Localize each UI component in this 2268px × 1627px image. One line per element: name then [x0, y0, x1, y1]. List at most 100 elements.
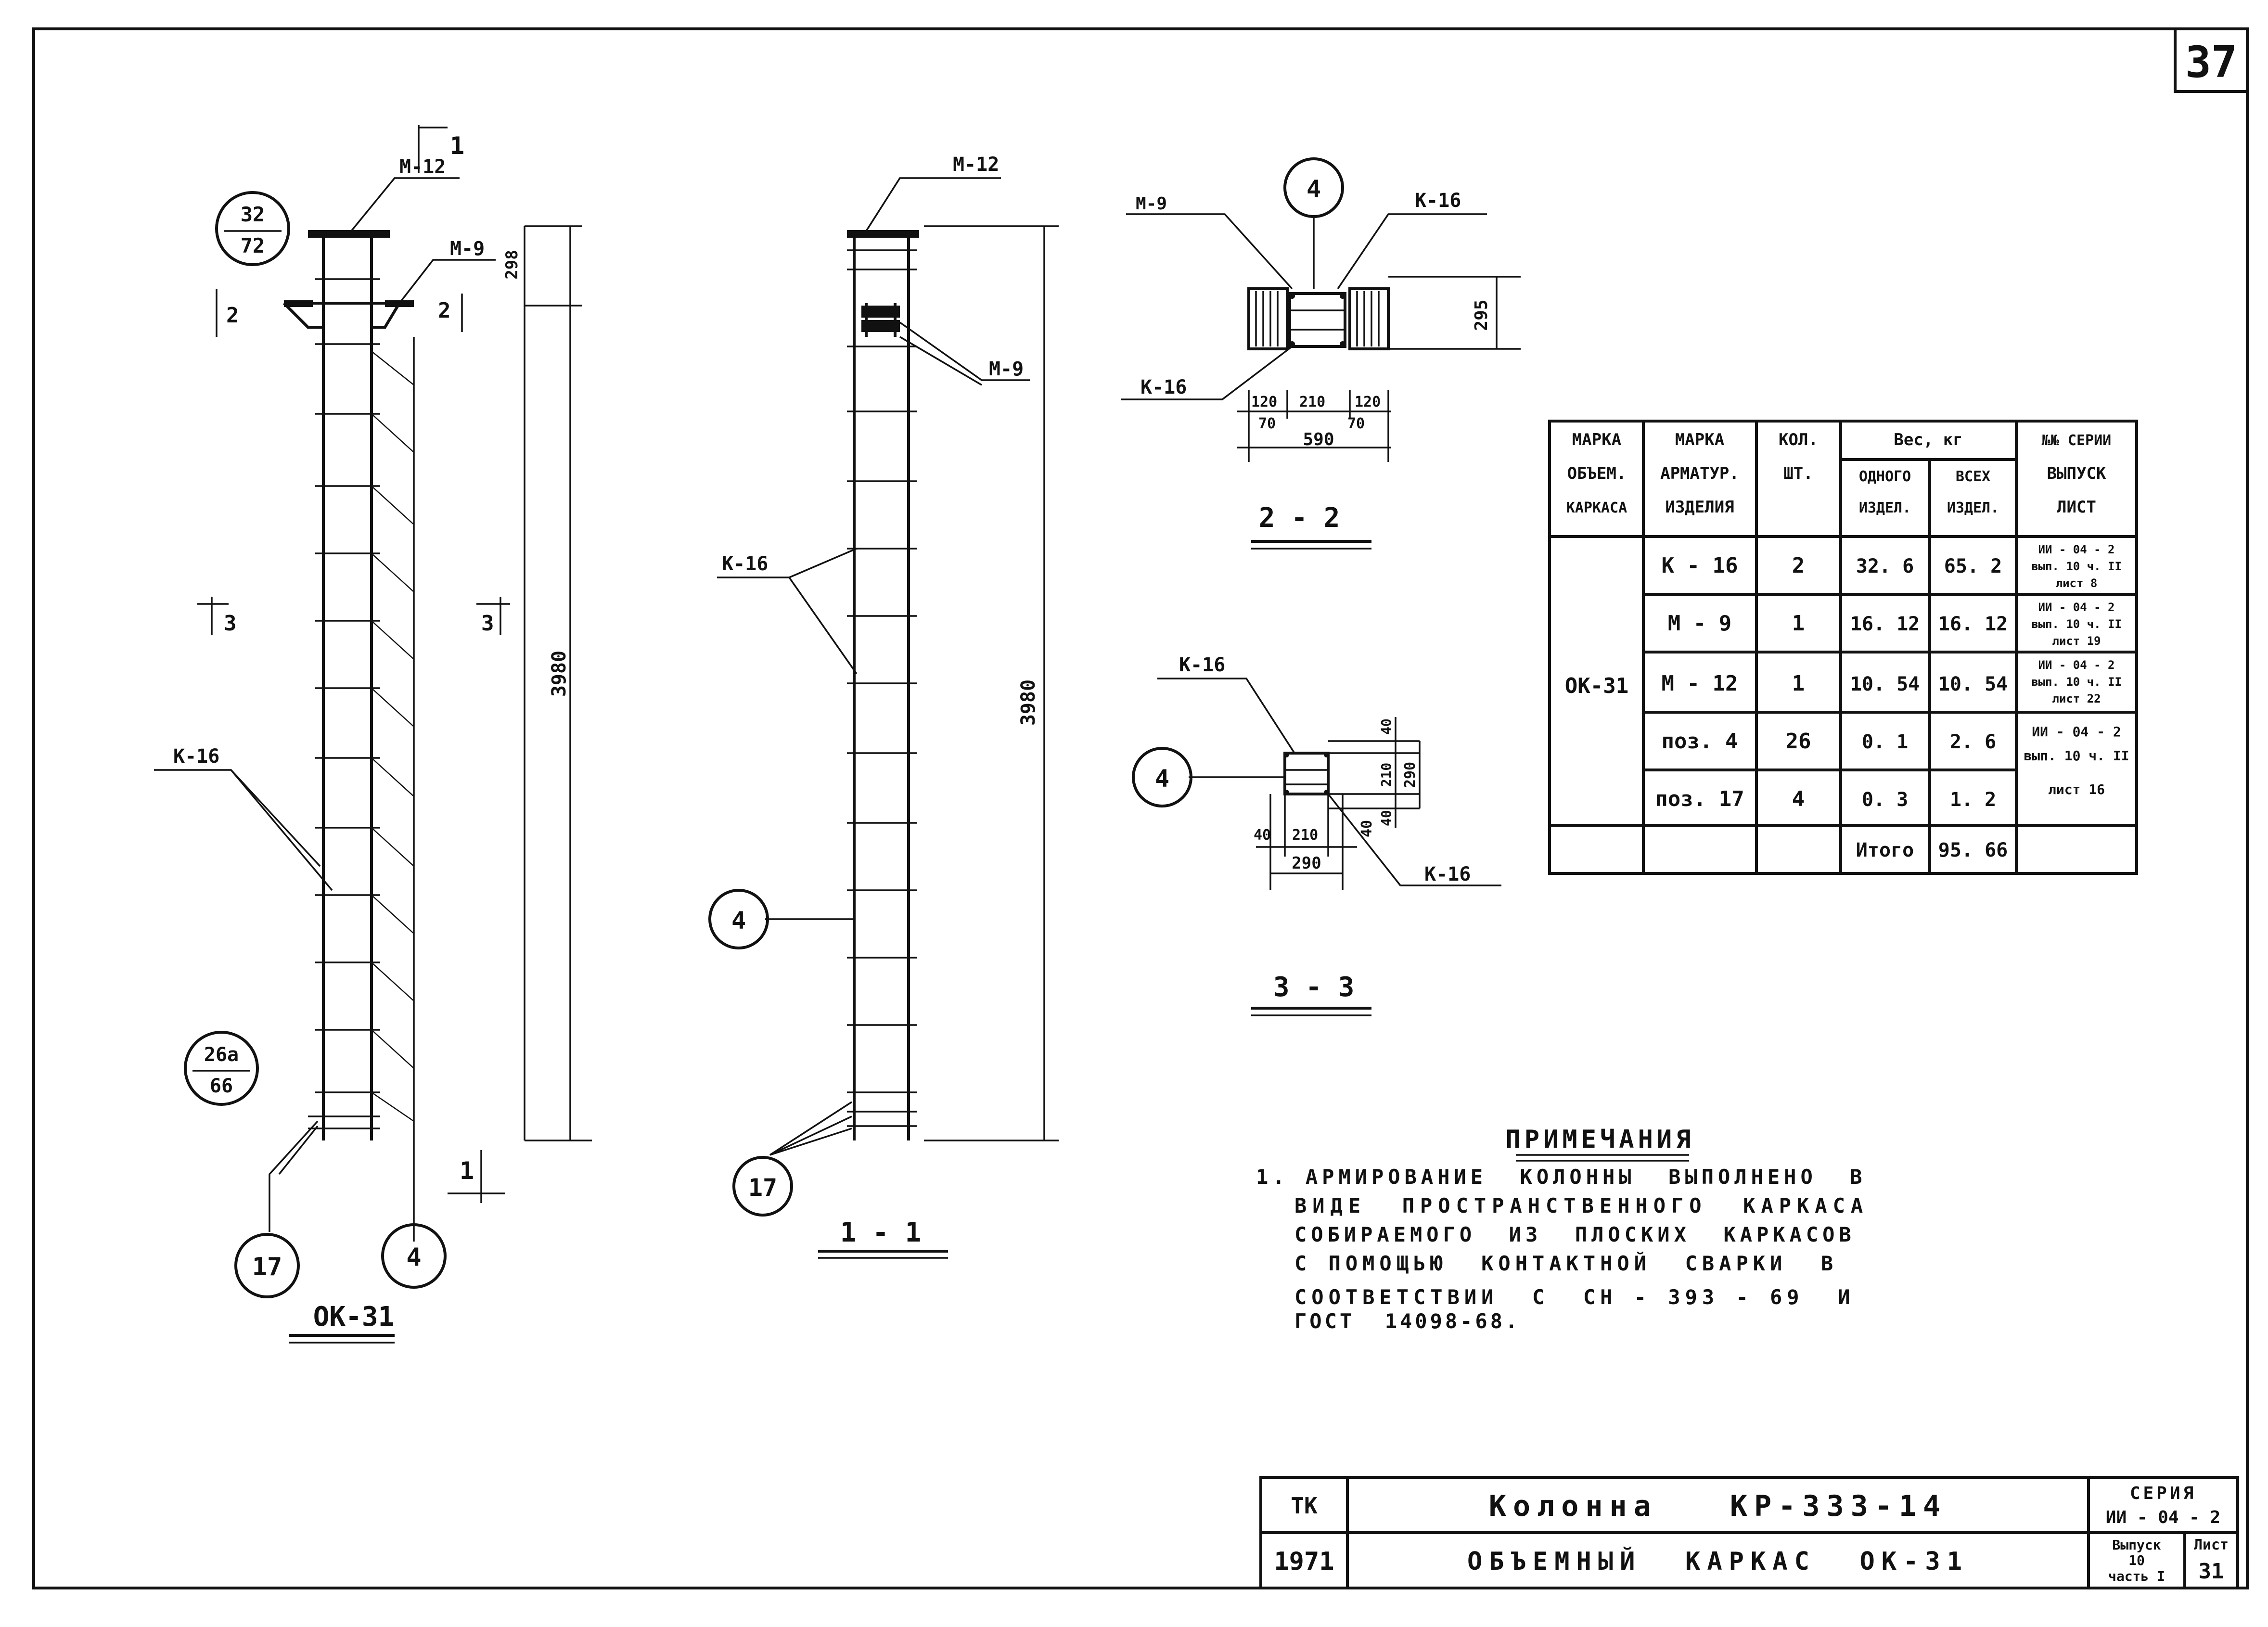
sec33-dim-40b: 40: [1378, 810, 1394, 826]
td-r2-ref-2: вып. 10 ч. II: [2031, 617, 2122, 631]
sec33-dim-40d: 40: [1358, 820, 1375, 837]
sec11-label-m12: М-12: [953, 154, 999, 176]
td-r4-all: 2. 6: [1950, 731, 1996, 753]
sec22-dim-120a: 120: [1251, 394, 1277, 410]
sec33-dim-290a: 290: [1402, 762, 1419, 788]
notes-title: ПРИМЕЧАНИЯ: [1505, 1125, 1694, 1154]
td-r3-qty: 1: [1792, 671, 1805, 696]
sheet-border: [32, 27, 2249, 1589]
tb-series-label: СЕРИЯ: [2130, 1484, 2196, 1503]
sec22-dim-295: 295: [1472, 299, 1491, 331]
callout-bottom-den: 66: [210, 1075, 233, 1097]
td-total-label: Итого: [1856, 839, 1914, 861]
elev-label-m9: М-9: [450, 238, 485, 260]
th-item-mark-1: МАРКА: [1675, 430, 1724, 449]
th-qty-2: ШТ.: [1783, 464, 1813, 483]
td-r4-qty: 26: [1786, 729, 1811, 754]
tb-series-value: ИИ - 04 - 2: [2106, 1508, 2220, 1527]
elev-dim-height: 3980: [548, 651, 570, 697]
td-r3-one: 10. 54: [1850, 673, 1920, 695]
sec33-dim-210a: 210: [1378, 763, 1394, 787]
elev-label-k16: К-16: [173, 745, 219, 768]
sheet-number: 37: [2185, 37, 2237, 88]
elev-title: ОК-31: [313, 1301, 395, 1332]
sec11-title: 1 - 1: [840, 1217, 922, 1248]
th-item-mark-3: ИЗДЕЛИЯ: [1665, 498, 1734, 517]
sec33-pos4-label: 4: [1155, 765, 1169, 793]
sheet-number-box: [2174, 27, 2249, 93]
tb-issue-label: Выпуск: [2112, 1537, 2161, 1553]
th-weight-all-2: ИЗДЕЛ.: [1947, 500, 1999, 516]
td-r3-item: М - 12: [1662, 671, 1738, 696]
elev-pos17-label: 17: [252, 1253, 282, 1281]
td-r1-ref-2: вып. 10 ч. II: [2031, 560, 2122, 573]
th-ref-1: №№ СЕРИИ: [2042, 432, 2112, 449]
tb-title-1: Колонна КР-333-14: [1489, 1489, 1947, 1523]
td-total-value: 95. 66: [1938, 839, 2008, 861]
cut3-right: 3: [481, 611, 494, 636]
td-r4-item: поз. 4: [1662, 729, 1738, 754]
tb-issue-value: 10: [2128, 1552, 2145, 1568]
sec22-dim-70a: 70: [1258, 415, 1276, 432]
callout-bottom-circle: [184, 1031, 259, 1106]
th-item-mark-2: АРМАТУР.: [1660, 464, 1739, 483]
sec11-pos17-label: 17: [748, 1174, 777, 1202]
td-r2-qty: 1: [1792, 611, 1805, 636]
sec22-label-k16-bottom: К-16: [1140, 376, 1187, 398]
sec11-dim-height: 3980: [1017, 679, 1039, 726]
sec11-label-m9: М-9: [989, 358, 1024, 380]
td-r2-one: 16. 12: [1850, 613, 1920, 635]
td-r3-ref-3: лист 22: [2052, 692, 2101, 705]
elevation-k16-diagonals: [371, 351, 414, 1122]
th-frame-mark-3: КАРКАСА: [1566, 500, 1627, 516]
notes-line-6: ГОСТ 14098-68.: [1294, 1309, 1520, 1333]
td-r2-ref-1: ИИ - 04 - 2: [2038, 601, 2115, 614]
notes-line-4: С ПОМОЩЬЮ КОНТАКТНОЙ СВАРКИ В: [1294, 1251, 1838, 1275]
sec33-dim-40a: 40: [1378, 718, 1394, 735]
td-r3-all: 10. 54: [1938, 673, 2008, 695]
notes-line-3: СОБИРАЕМОГО ИЗ ПЛОСКИХ КАРКАСОВ: [1294, 1223, 1856, 1246]
elev-pos17-circle: [234, 1233, 300, 1298]
td-r5-ref-1: лист 16: [2048, 781, 2105, 797]
td-r2-item: М - 9: [1668, 611, 1731, 636]
cut1-top: 1: [450, 132, 464, 160]
cut2-right: 2: [438, 298, 451, 323]
td-r3-ref-2: вып. 10 ч. II: [2031, 675, 2122, 689]
th-frame-mark-1: МАРКА: [1572, 430, 1621, 449]
th-weight-group: Вес, кг: [1894, 430, 1962, 449]
td-r3-ref-1: ИИ - 04 - 2: [2038, 658, 2115, 672]
th-ref-3: ЛИСТ: [2057, 498, 2096, 517]
td-r1-all: 65. 2: [1944, 555, 2002, 577]
td-r1-qty: 2: [1792, 553, 1805, 578]
spec-table: МАРКА ОБЪЕМ. КАРКАСА МАРКА АРМАТУР. ИЗДЕ…: [1548, 420, 2138, 875]
th-ref-2: ВЫПУСК: [2047, 464, 2106, 483]
th-weight-one-2: ИЗДЕЛ.: [1859, 500, 1911, 516]
section-2-2: М-9 К-16 К-16 4 295 120 210 120 70 70 59…: [1121, 157, 1521, 550]
sec33-pos4-circle: [1132, 747, 1192, 807]
title-block: ТК 1971 Колонна КР-333-14 ОБЪЕМНЫЙ КАРКА…: [1259, 1476, 2239, 1589]
td-r5-all: 1. 2: [1950, 789, 1996, 811]
td-r1-ref-1: ИИ - 04 - 2: [2038, 543, 2115, 556]
sec22-title: 2 - 2: [1259, 502, 1340, 534]
elevation-stirrups: [308, 278, 380, 1129]
td-r4-ref-2: вып. 10 ч. II: [2024, 748, 2129, 764]
sec22-pos4-label: 4: [1307, 175, 1321, 203]
tb-part-label: часть I: [2108, 1568, 2165, 1584]
sec22-label-m9: М-9: [1136, 194, 1167, 214]
td-r1-one: 32. 6: [1856, 555, 1914, 577]
th-qty-1: КОЛ.: [1779, 430, 1818, 449]
callout-top-num: 32: [241, 203, 265, 226]
td-frame-mark: ОК-31: [1565, 674, 1628, 698]
td-r4-ref-1: ИИ - 04 - 2: [2032, 724, 2121, 740]
td-r2-ref-3: лист 19: [2052, 634, 2101, 648]
sec33-dim-210b: 210: [1292, 827, 1318, 844]
callout-top-circle: [215, 191, 290, 266]
sec22-pos4-circle: [1283, 157, 1344, 218]
sec33-label-k16-bottom: К-16: [1424, 863, 1471, 885]
th-weight-all-1: ВСЕХ: [1956, 468, 1990, 485]
sec22-dim-70b: 70: [1347, 415, 1365, 432]
elev-label-m12: М-12: [399, 156, 446, 178]
elev-pos4-label: 4: [406, 1243, 421, 1272]
td-r4-one: 0. 1: [1862, 731, 1908, 753]
th-frame-mark-2: ОБЪЕМ.: [1567, 464, 1627, 483]
